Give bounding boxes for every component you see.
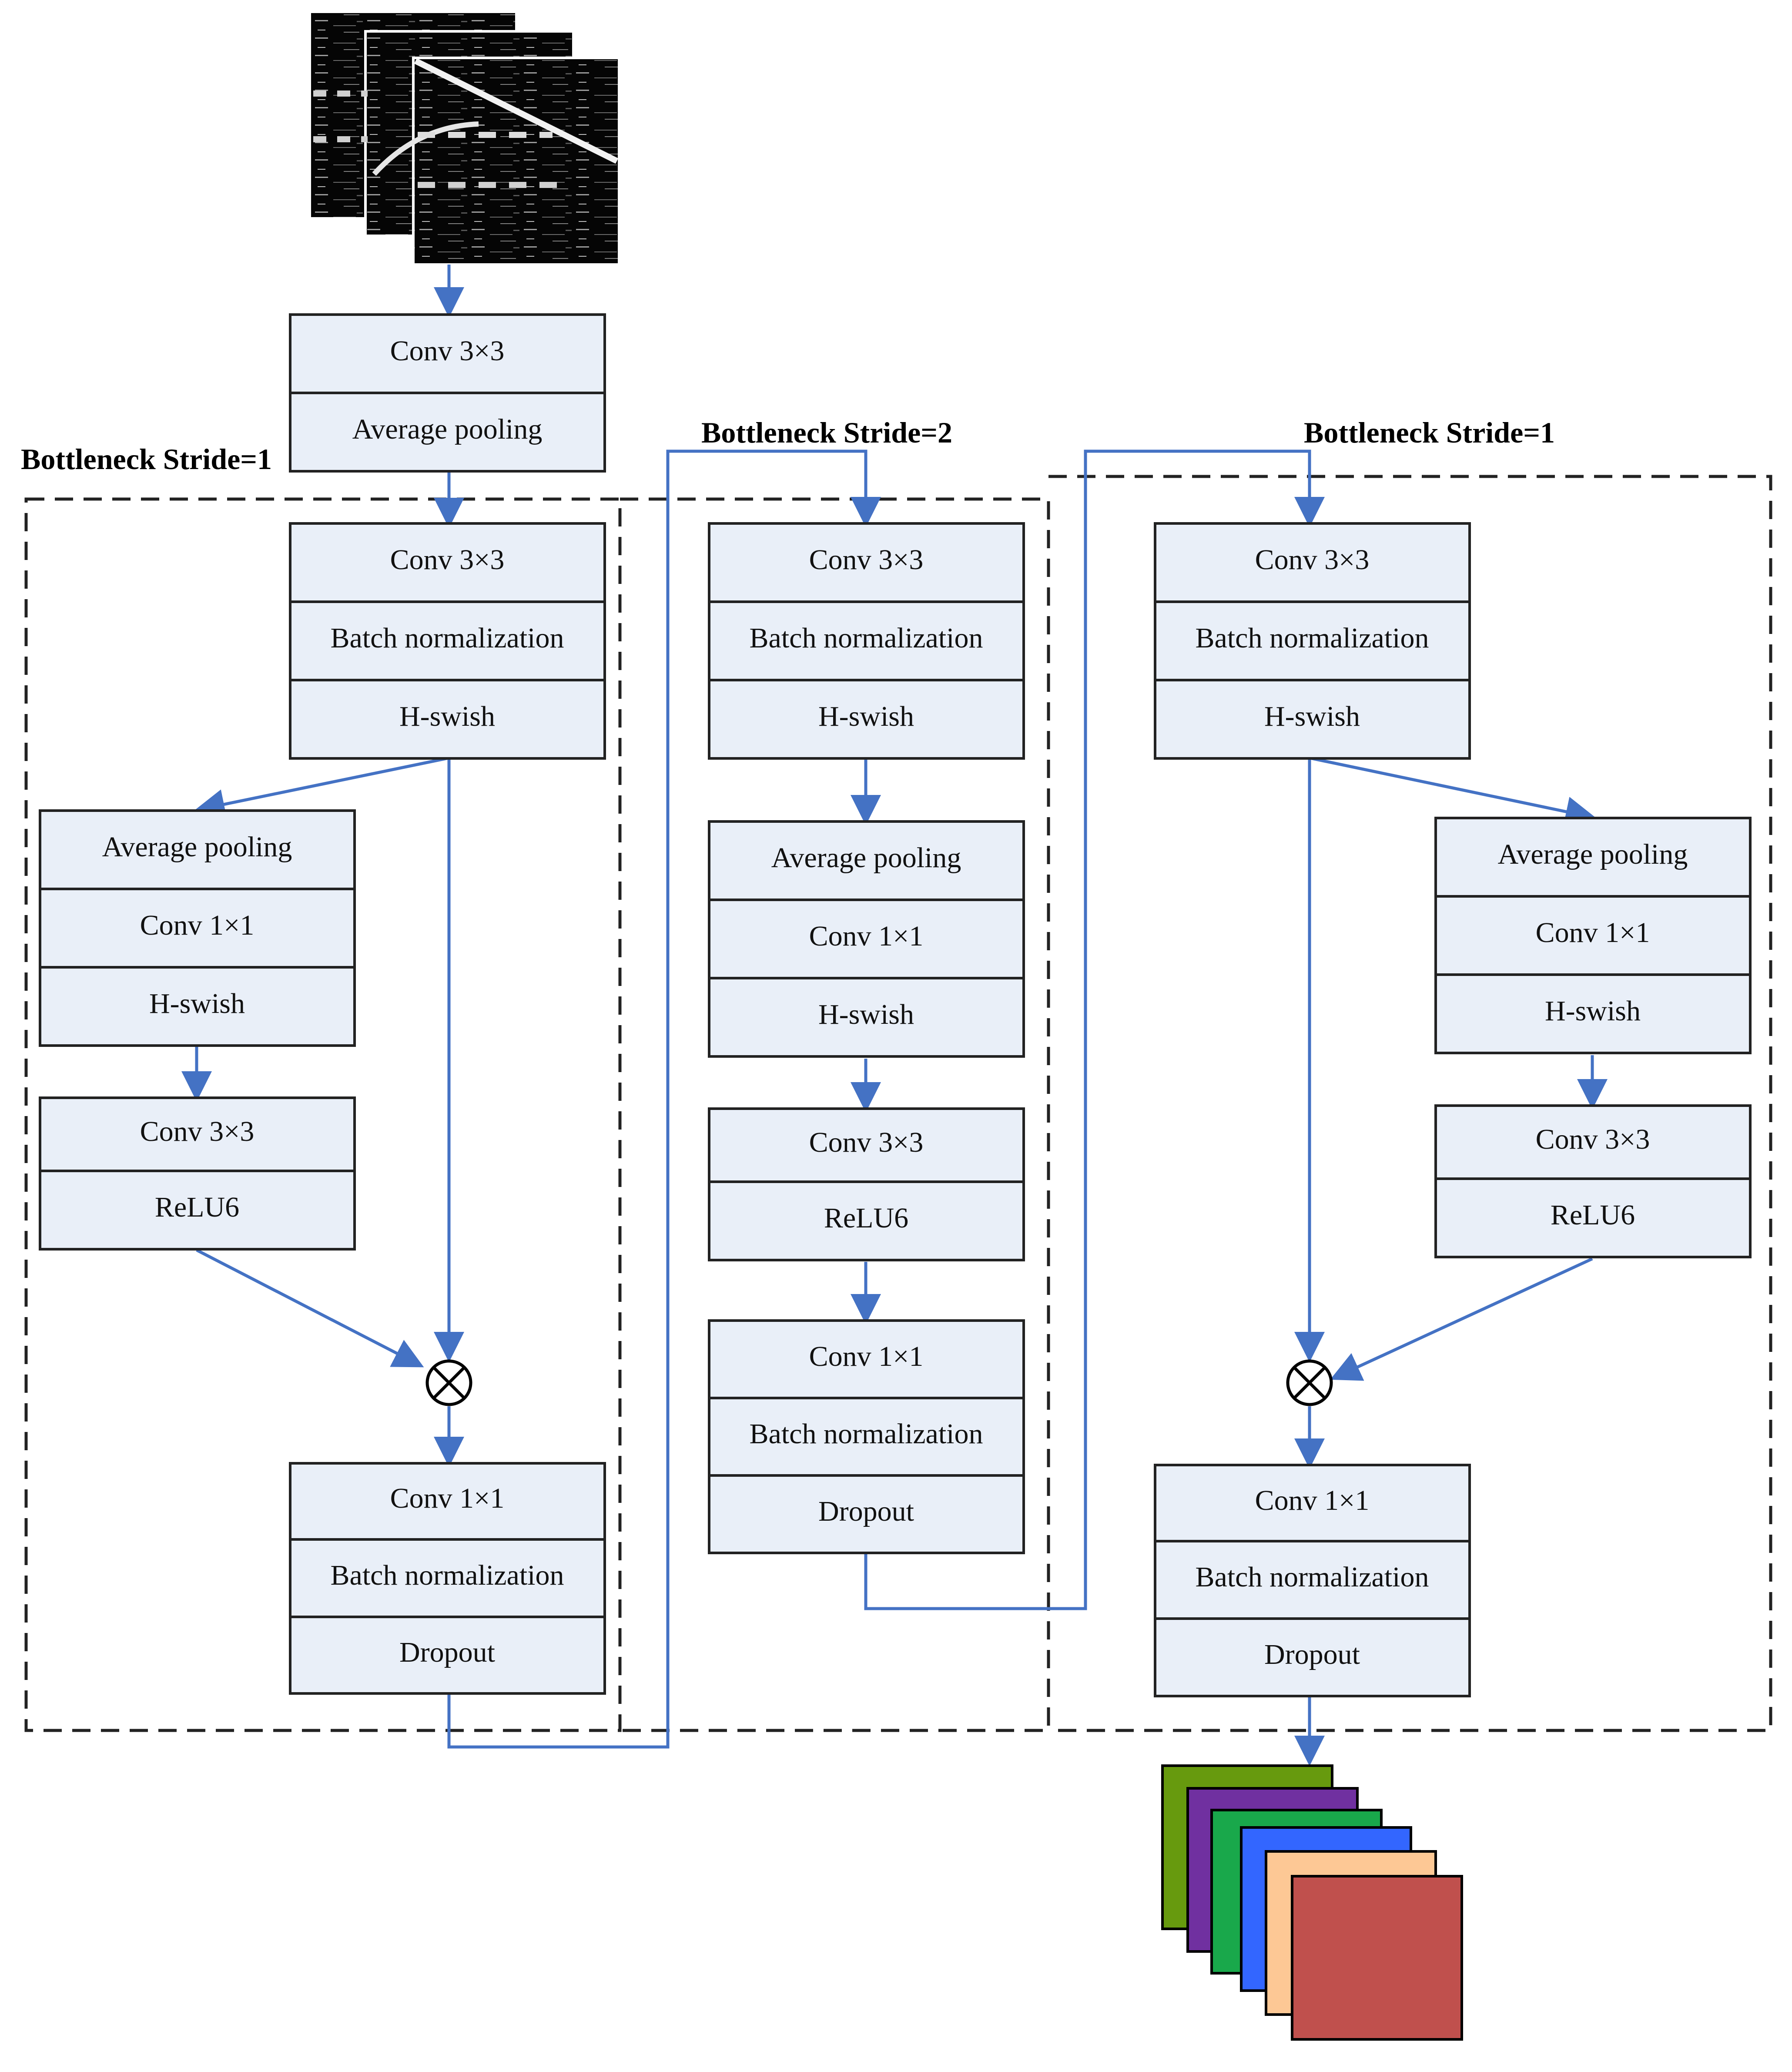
bottleneck-border-2 [620,497,1050,1732]
b1-branch-b-stack: Conv 3×3 ReLU6 [39,1096,356,1251]
b1-main-conv: Conv 3×3 [390,544,505,576]
b1-multiply-icon [425,1359,472,1406]
b3-branch-a-pool: Average pooling [1498,838,1688,870]
connectors [181,265,1608,1766]
b2-main-hswish: H-swish [818,701,914,732]
stem-pool-label: Average pooling [352,413,543,445]
b1-main-hswish: H-swish [399,701,495,732]
b1-branch-a-stack: Average pooling Conv 1×1 H-swish [39,809,356,1047]
input-spectrogram-stack-icon [308,10,620,266]
b1-output-dropout: Dropout [399,1636,495,1668]
b2-output-dropout: Dropout [818,1495,914,1527]
b2-branch-b-stack: Conv 3×3 ReLU6 [708,1107,1025,1261]
b3-branch-b-relu6: ReLU6 [1551,1199,1635,1231]
b2-branch-b-conv: Conv 3×3 [809,1127,924,1158]
b3-branch-b-conv: Conv 3×3 [1536,1123,1650,1155]
b2-branch-a-stack: Average pooling Conv 1×1 H-swish [708,820,1025,1058]
b3-branch-a-conv: Conv 1×1 [1536,917,1650,949]
bottleneck-block-1: Conv 3×3 Batch normalization H-swish Ave… [39,522,606,1695]
arrow-b3-to-branch [1309,756,1596,827]
block-title-2: Bottleneck Stride=2 [701,416,952,449]
b1-branch-a-pool: Average pooling [102,831,292,863]
b2-main-stack: Conv 3×3 Batch normalization H-swish [708,522,1025,760]
b3-output-dropout: Dropout [1264,1639,1360,1670]
b2-branch-a-pool: Average pooling [771,842,961,874]
b3-main-bn: Batch normalization [1196,622,1429,654]
block-title-3: Bottleneck Stride=1 [1304,416,1555,449]
b3-main-stack: Conv 3×3 Batch normalization H-swish [1154,522,1471,760]
output-feature-map-stack-icon [1161,1764,1463,2041]
b3-multiply-icon [1286,1359,1333,1406]
bottleneck-borders [24,475,1772,1732]
b2-branch-b-relu6: ReLU6 [824,1202,908,1234]
bottleneck-border-3 [1048,475,1772,1732]
b3-output-conv: Conv 1×1 [1255,1485,1370,1516]
bottleneck-block-3: Conv 3×3 Batch normalization H-swish Ave… [1154,522,1752,1697]
stem-block: Conv 3×3 Average pooling [289,313,606,473]
b3-branch-b-stack: Conv 3×3 ReLU6 [1434,1104,1752,1258]
block-title-1: Bottleneck Stride=1 [21,443,272,476]
b2-main-conv: Conv 3×3 [809,544,924,576]
line-block2-to-block3 [864,449,1325,1610]
spectrogram-layer-front [313,57,620,266]
b3-output-bn: Batch normalization [1196,1561,1429,1593]
arrow-b3-branch-to-multiply [1330,1257,1593,1381]
b2-output-stack: Conv 1×1 Batch normalization Dropout [708,1319,1025,1554]
b1-branch-b-conv: Conv 3×3 [140,1116,255,1147]
stem-conv-label: Conv 3×3 [390,335,505,367]
b3-output-stack: Conv 1×1 Batch normalization Dropout [1154,1464,1471,1697]
b1-branch-a-hswish: H-swish [149,988,245,1019]
b2-output-conv: Conv 1×1 [809,1341,924,1372]
b1-output-conv: Conv 1×1 [390,1482,505,1514]
b2-output-bn: Batch normalization [750,1418,983,1450]
b1-branch-b-relu6: ReLU6 [155,1191,239,1223]
b1-main-bn: Batch normalization [331,622,564,654]
b2-branch-a-conv: Conv 1×1 [809,920,924,952]
b1-output-stack: Conv 1×1 Batch normalization Dropout [289,1462,606,1695]
bottleneck-block-2: Conv 3×3 Batch normalization H-swish Ave… [708,522,1025,1554]
b1-main-stack: Conv 3×3 Batch normalization H-swish [289,522,606,760]
b2-branch-a-hswish: H-swish [818,999,914,1030]
b3-main-conv: Conv 3×3 [1255,544,1370,576]
stem-pool-cell: Average pooling [289,392,606,473]
b3-main-hswish: H-swish [1264,701,1360,732]
b1-branch-a-conv: Conv 1×1 [140,909,255,941]
arrow-b1-branch-to-multiply [196,1248,424,1368]
feature-map-layer-6 [1291,1875,1463,2041]
stem-conv-cell: Conv 3×3 [289,313,606,394]
b2-main-bn: Batch normalization [750,622,983,654]
b3-branch-a-hswish: H-swish [1545,995,1641,1027]
line-block1-to-block2 [447,449,881,1749]
arrow-b1-to-branch [194,756,449,819]
b1-output-bn: Batch normalization [331,1559,564,1591]
b3-branch-a-stack: Average pooling Conv 1×1 H-swish [1434,817,1752,1054]
bottleneck-border-1 [24,497,622,1732]
